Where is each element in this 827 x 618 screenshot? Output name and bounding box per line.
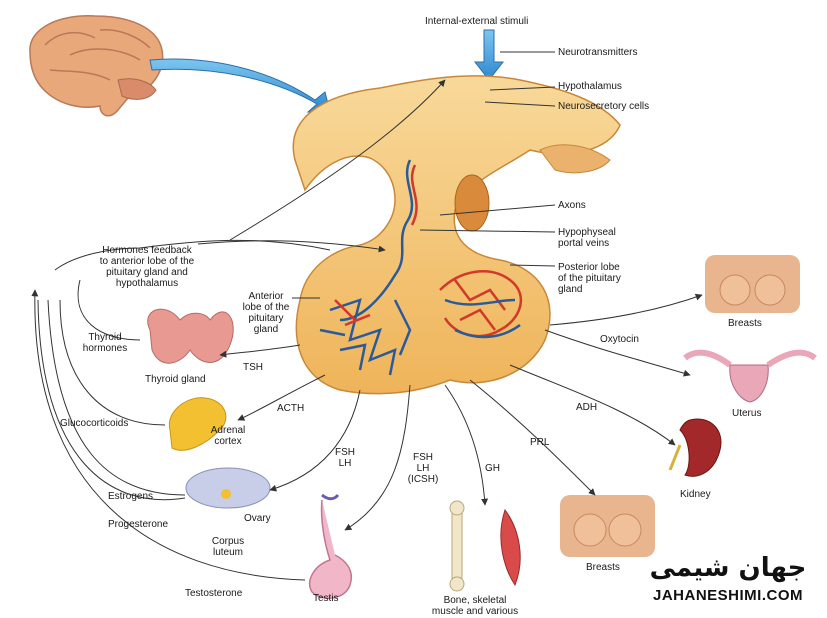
- label-testis: Testis: [313, 593, 339, 604]
- adrenal-cortex-illustration: [168, 397, 227, 451]
- pituitary-gland: [292, 75, 621, 395]
- label-adh: ADH: [576, 402, 598, 413]
- pointer-lines: [292, 51, 556, 299]
- label-uterus: Uterus: [732, 408, 762, 419]
- breasts-bottom-illustration: [560, 495, 655, 557]
- thyroid-gland-illustration: [147, 308, 234, 364]
- label-neurotransmitters: Neurotransmitters: [558, 47, 638, 58]
- logo-latin-text: JAHANESHIMI.COM: [652, 587, 803, 604]
- ovary-illustration: [185, 467, 271, 509]
- label-adrenal-cortex: Adrenal cortex: [210, 425, 246, 447]
- label-testosterone: Testosterone: [185, 588, 243, 599]
- label-ovary: Ovary: [244, 513, 271, 524]
- label-thyroid-hormones: Thyroid hormones: [82, 332, 128, 354]
- label-breasts-bottom: Breasts: [586, 562, 620, 573]
- label-prl: PRL: [530, 437, 550, 448]
- label-breasts-top: Breasts: [728, 318, 762, 329]
- label-hypothalamus: Hypothalamus: [558, 81, 622, 92]
- label-axons: Axons: [558, 200, 586, 211]
- label-anterior-lobe: Anterior lobe of the pituitary gland: [242, 291, 290, 335]
- label-gh: GH: [485, 463, 500, 474]
- label-acth: ACTH: [277, 403, 305, 414]
- watermark-logo: جهان شیمی JAHANESHIMI.COM: [638, 553, 818, 609]
- label-posterior-lobe: Posterior lobe of the pituitary gland: [558, 262, 621, 295]
- label-feedback: Hormones feedback to anterior lobe of th…: [99, 245, 195, 289]
- label-portal-veins: Hypophyseal portal veins: [558, 227, 616, 249]
- label-fsh-lh-icsh: FSH LH (ICSH): [407, 452, 439, 485]
- label-oxytocin: Oxytocin: [600, 334, 639, 345]
- label-thyroid-gland: Thyroid gland: [145, 374, 206, 385]
- label-tsh: TSH: [243, 362, 263, 373]
- breasts-top-illustration: [705, 255, 800, 313]
- label-estrogens: Estrogens: [108, 491, 154, 502]
- label-corpus-luteum: Corpus luteum: [211, 536, 245, 558]
- label-neurosecretory-cells: Neurosecretory cells: [558, 101, 650, 112]
- bone-muscle-illustration: [449, 500, 521, 592]
- label-stimuli: Internal-external stimuli: [425, 16, 529, 27]
- label-glucocorticoids: Glucocorticoids: [60, 418, 129, 429]
- brain-illustration: [29, 15, 164, 117]
- portal-vessels: [319, 159, 522, 376]
- label-fsh-lh: FSH LH: [335, 447, 355, 469]
- uterus-illustration: [683, 349, 817, 403]
- label-bone-muscle: Bone, skeletal muscle and various: [431, 595, 519, 617]
- logo-persian-text: جهان شیمی: [649, 553, 807, 583]
- stimuli-arrow: [473, 29, 505, 81]
- hormone-arrows: [31, 79, 703, 581]
- testis-illustration: [309, 493, 352, 599]
- label-kidney: Kidney: [680, 489, 711, 500]
- brain-zoom-arrow: [149, 58, 331, 113]
- kidney-illustration: [668, 418, 722, 477]
- label-progesterone: Progesterone: [108, 519, 169, 530]
